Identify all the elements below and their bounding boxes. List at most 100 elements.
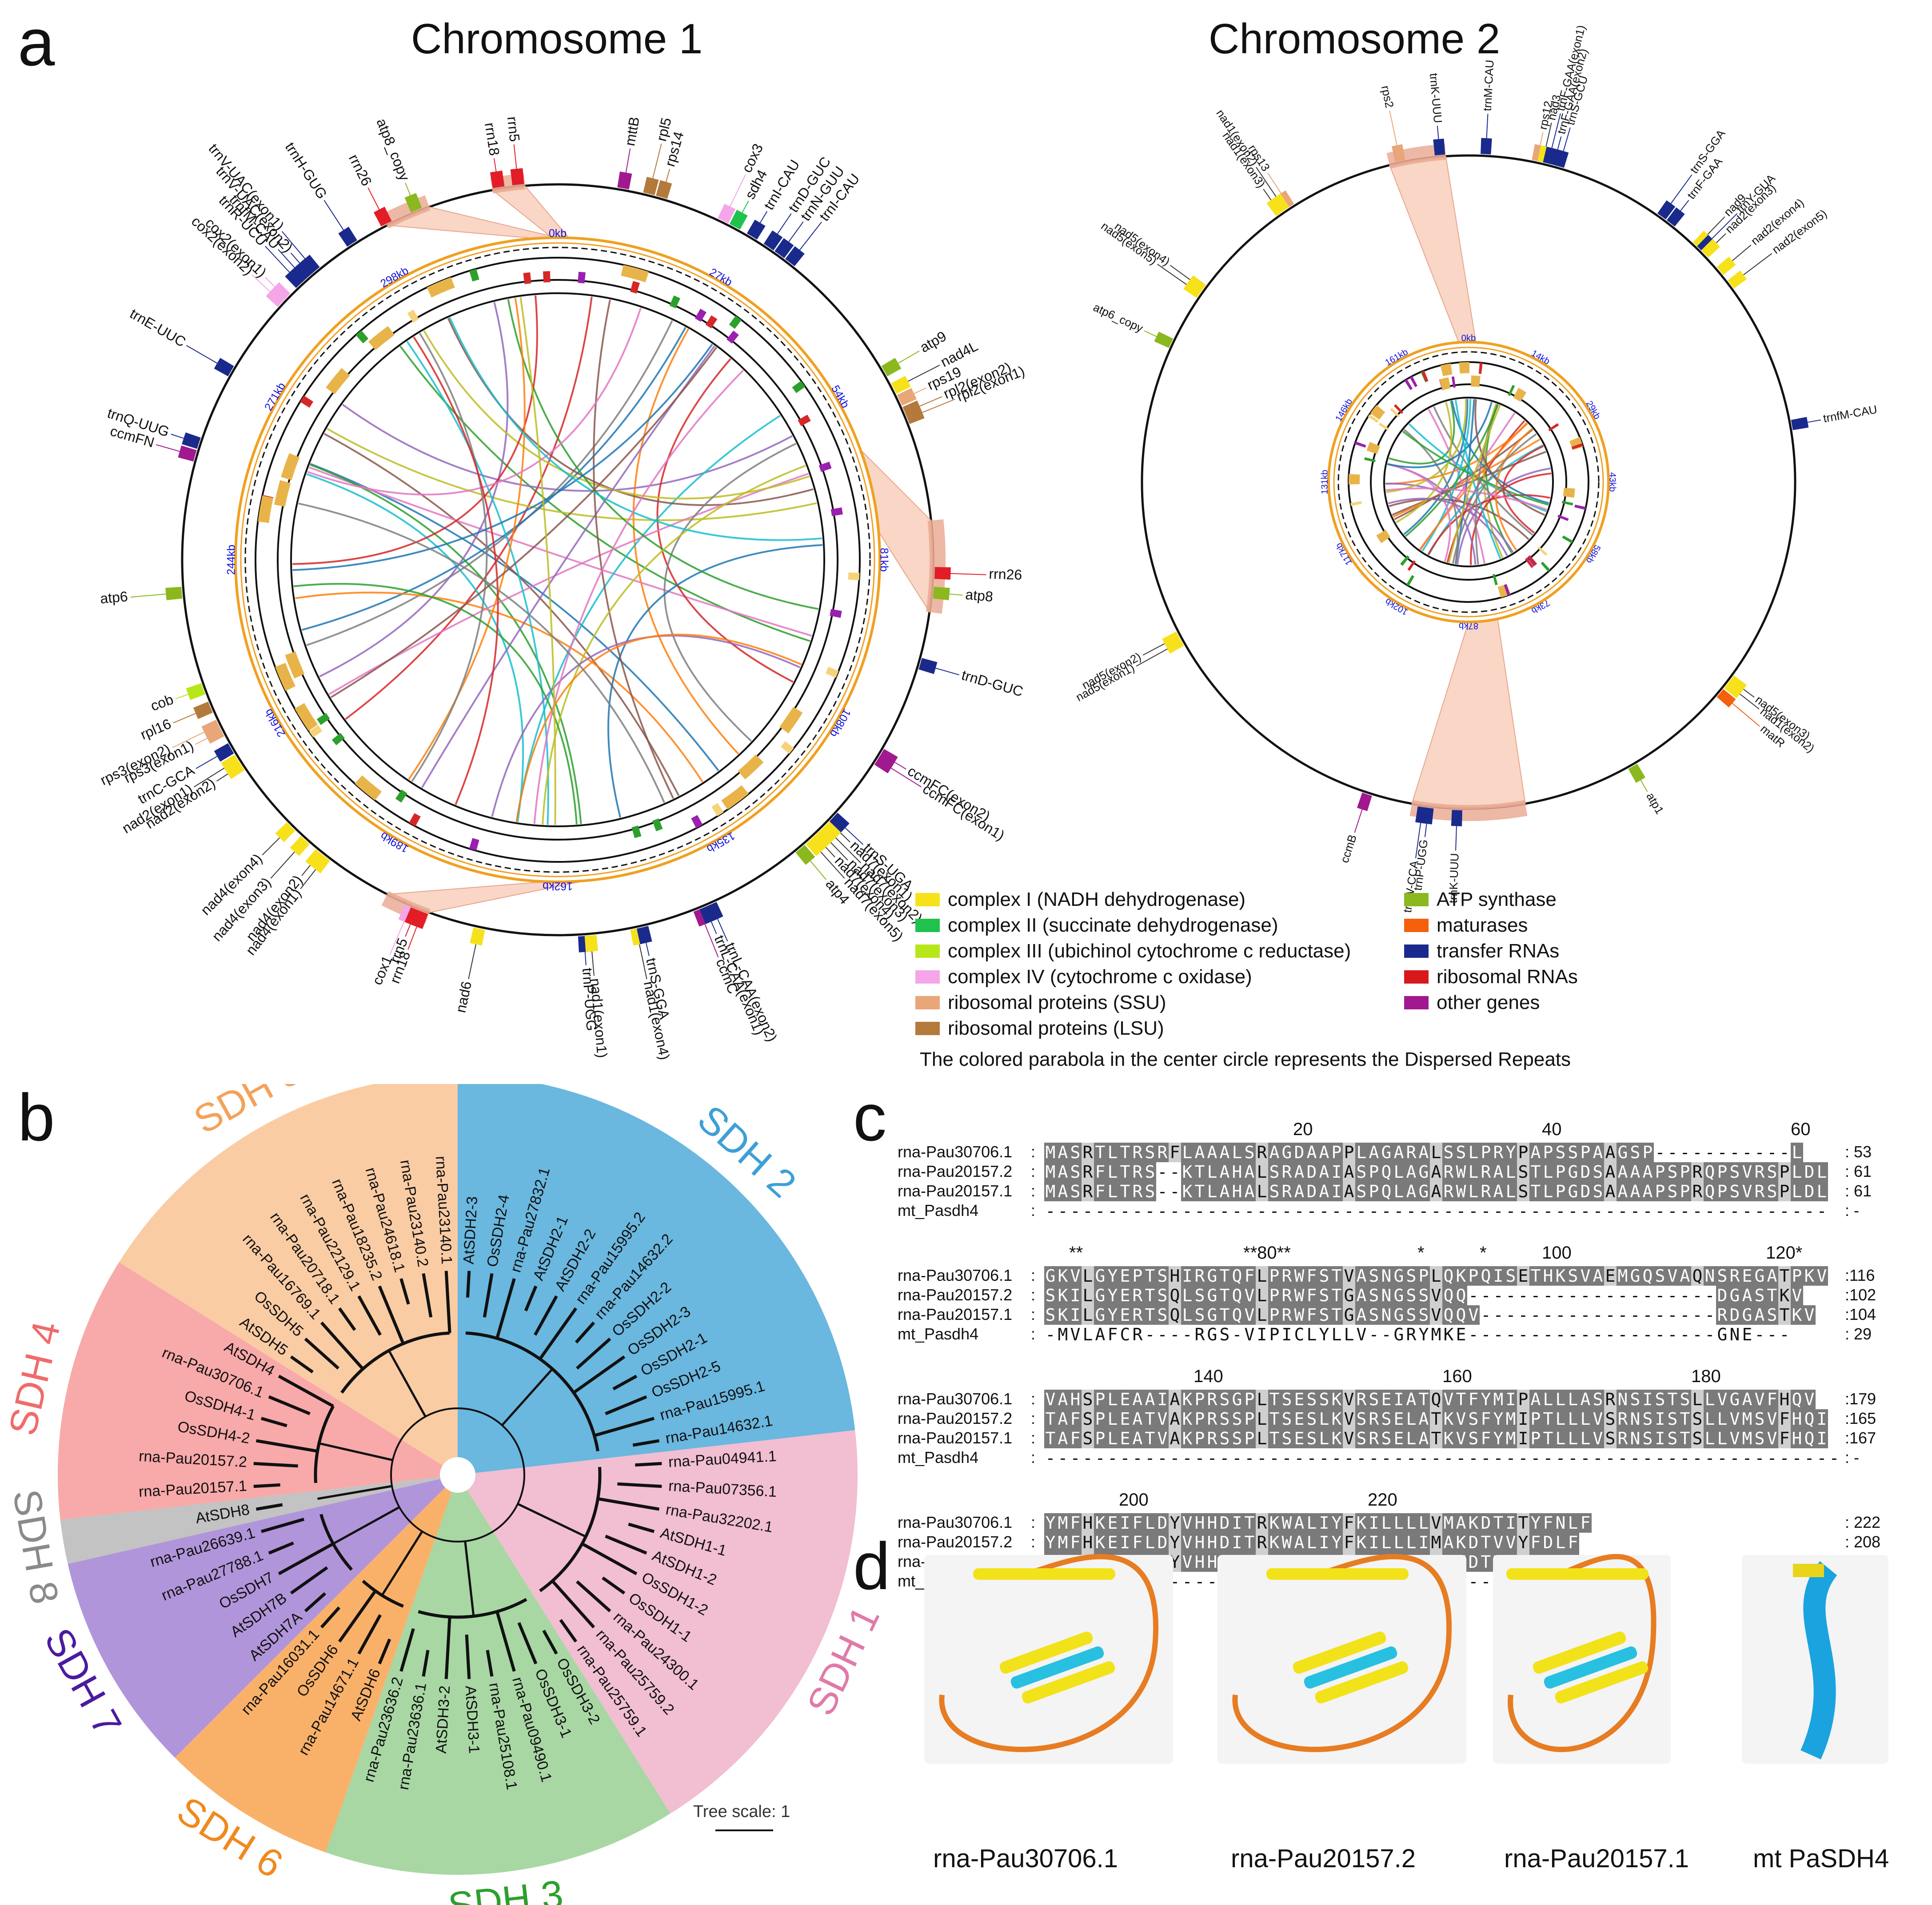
- gene-block: [1692, 231, 1712, 250]
- feature-mark: [395, 789, 407, 803]
- gene-leader: [1743, 253, 1772, 275]
- gene-label: trnD-GUC: [960, 667, 1025, 700]
- helix: [999, 1631, 1093, 1674]
- branch: [320, 1321, 364, 1370]
- gene-label: trnM-CAU: [1481, 60, 1497, 112]
- leaf-label: AtSDH2-3: [460, 1196, 481, 1265]
- gene-block: [193, 701, 213, 719]
- branch: [357, 1614, 382, 1655]
- kb-tick-label: 117kb: [1334, 541, 1354, 567]
- gene-block: [1433, 138, 1445, 155]
- sequence-colon: :: [1031, 1513, 1036, 1531]
- gene-block: [825, 817, 845, 837]
- branch: [612, 1375, 638, 1391]
- gene-leader: [186, 345, 218, 364]
- gene-leader: [173, 713, 196, 724]
- gene-block: [636, 926, 652, 945]
- repeat-link: [663, 442, 797, 742]
- legend-label: ribosomal proteins (LSU): [948, 1017, 1164, 1039]
- track-ring: [277, 279, 838, 841]
- gene-leader: [742, 200, 749, 213]
- sequence-end: :167: [1845, 1429, 1876, 1447]
- sequence-colon: :: [1031, 1266, 1036, 1284]
- gene-leader: [1424, 824, 1427, 837]
- kb-tick-label: 135kb: [705, 829, 737, 855]
- branch: [304, 1337, 339, 1370]
- gene-block: [1716, 256, 1736, 275]
- gene-leader: [1256, 167, 1277, 197]
- tree-scale-label: Tree scale: 1: [693, 1802, 790, 1821]
- clade-sector: [68, 1479, 445, 1758]
- branch: [255, 1503, 283, 1511]
- branch: [422, 1650, 430, 1677]
- feature-mark: [1548, 423, 1559, 431]
- repeat-link: [1474, 399, 1545, 516]
- sequence-name: rna-Pau20157.1: [898, 1305, 1013, 1323]
- feature-mark: [1571, 443, 1583, 450]
- structure-model: [1742, 1555, 1888, 1764]
- repeat-link: [328, 473, 809, 695]
- repeat-link: [1387, 463, 1451, 562]
- sequence-colon: :: [1031, 1143, 1036, 1161]
- structure-label: rna-Pau20157.1: [1504, 1844, 1689, 1873]
- sequence-colon: :: [1031, 1409, 1036, 1427]
- outer-circle: [181, 183, 934, 937]
- repeat-link: [491, 634, 801, 817]
- clade-label: SDH 4: [0, 1317, 68, 1439]
- gene-block: [290, 836, 310, 856]
- gene-block: [290, 263, 310, 284]
- gene-block: [305, 849, 325, 869]
- gene-block: [878, 749, 898, 768]
- sequence-name: rna-Pau20157.2: [898, 1409, 1013, 1427]
- gene-label: rpl16: [138, 716, 174, 743]
- gene-block: [815, 827, 835, 847]
- track-ring: [1370, 383, 1567, 581]
- gene-block: [706, 902, 723, 922]
- repeat-link: [519, 297, 556, 825]
- gene-leader: [730, 174, 746, 207]
- branch: [268, 1395, 311, 1415]
- gene-leader: [1640, 780, 1648, 792]
- feature-mark: [1459, 362, 1470, 374]
- legend-label: complex III (ubichinol cytochrome c redu…: [948, 940, 1351, 962]
- branch: [581, 1542, 638, 1575]
- branch: [575, 1321, 595, 1344]
- branch: [278, 1542, 334, 1575]
- gene-block: [1481, 138, 1492, 155]
- legend-swatch: [915, 970, 940, 984]
- gene-label: mttB: [622, 116, 643, 147]
- gene-block: [224, 760, 245, 779]
- helix: [1293, 1631, 1386, 1674]
- feature-mark: [630, 281, 640, 294]
- branch: [628, 1522, 655, 1533]
- legend-label: ribosomal RNAs: [1437, 966, 1578, 988]
- gene-block: [806, 836, 826, 856]
- inner-ring: [240, 242, 875, 877]
- sequence-name: rna-Pau20157.2: [898, 1286, 1013, 1304]
- gene-leader: [1144, 330, 1157, 337]
- structure-panel: [1217, 1555, 1466, 1764]
- gene-leader: [493, 158, 497, 172]
- legend-swatch: [1404, 970, 1429, 984]
- sequence-name: mt_Pasdh4: [898, 1448, 979, 1467]
- gene-label: atp1: [1644, 790, 1666, 817]
- feature-mark: [1492, 574, 1498, 586]
- gene-block: [266, 287, 286, 307]
- repeat-link: [1403, 399, 1469, 535]
- gene-leader: [584, 952, 587, 965]
- repeat-link: [1389, 498, 1529, 540]
- gene-block: [178, 445, 197, 462]
- branch: [617, 1482, 662, 1488]
- gene-leader: [1142, 643, 1165, 656]
- gene-leader: [405, 924, 411, 937]
- clade-label: SDH 8: [4, 1486, 67, 1607]
- sequence-colon: :: [1031, 1182, 1036, 1200]
- branch: [357, 1295, 382, 1336]
- gene-block: [1716, 689, 1736, 708]
- branch: [632, 1439, 660, 1447]
- gene-leader: [1716, 233, 1726, 243]
- repeat-link: [421, 345, 715, 789]
- feature-mark: [258, 495, 273, 523]
